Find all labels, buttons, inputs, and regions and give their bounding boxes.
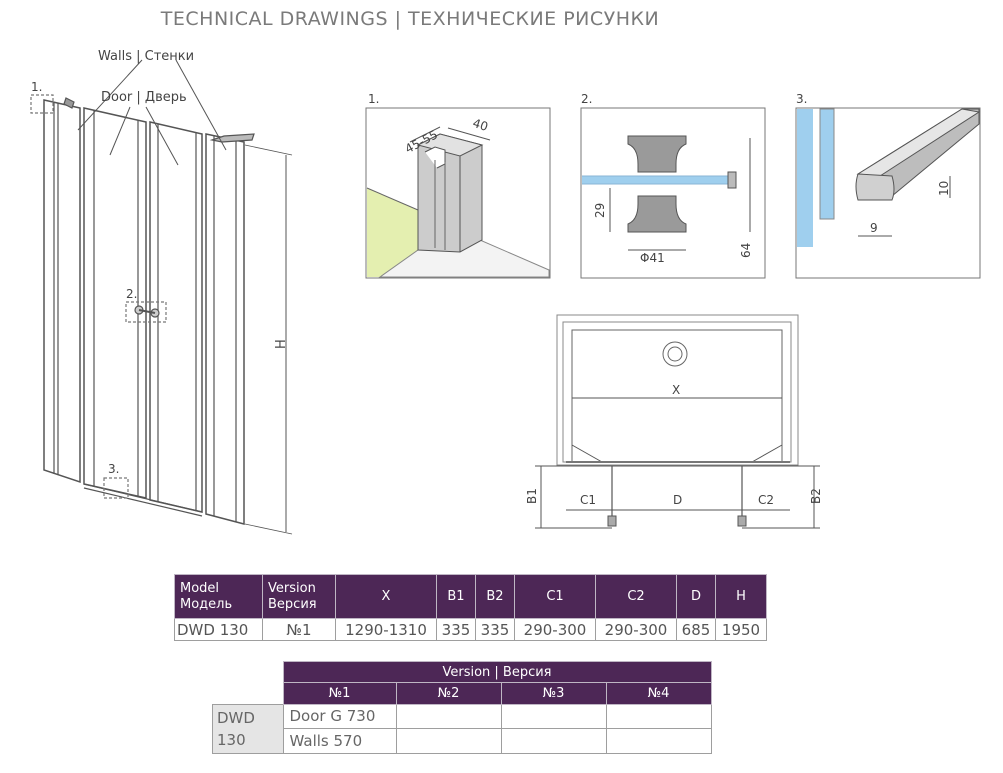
version-row2-c2 — [395, 728, 502, 754]
detail-3-dim-width: 9 — [870, 221, 878, 235]
header-h: H — [715, 574, 767, 619]
version-row1-c4 — [605, 703, 712, 729]
detail-3-dim-height: 10 — [937, 181, 951, 196]
cell-h: 1950 — [715, 618, 767, 641]
header-b2: B2 — [475, 574, 515, 619]
front-marker-2: 2. — [126, 287, 137, 301]
page-title: TECHNICAL DRAWINGS | ТЕХНИЧЕСКИЕ РИСУНКИ — [160, 8, 660, 30]
plan-d-label: D — [673, 493, 682, 507]
detail-2-dim-total: 64 — [739, 243, 753, 258]
plan-x-label: X — [672, 383, 680, 397]
version-row2-c1: Walls 570 — [282, 728, 397, 754]
version-row1-c1: Door G 730 — [282, 703, 397, 729]
plan-b1-label: B1 — [525, 488, 539, 504]
version-row1-c3 — [500, 703, 607, 729]
height-label: H — [274, 339, 289, 349]
left-wall-panel — [43, 99, 81, 484]
version-row2-c4 — [605, 728, 712, 754]
detail-2-dim-height: 29 — [593, 203, 607, 218]
header-d: D — [676, 574, 716, 619]
version-col-4: №4 — [605, 682, 712, 705]
cell-c1: 290-300 — [514, 618, 596, 641]
plan-b2-label: B2 — [809, 488, 823, 504]
plan-view — [535, 314, 820, 529]
version-col-2: №2 — [395, 682, 502, 705]
plan-c1-label: C1 — [580, 493, 596, 507]
header-x: X — [335, 574, 437, 619]
walls-label: Walls | Стенки — [98, 49, 194, 64]
version-col-1: №1 — [282, 682, 397, 705]
front-marker-1: 1. — [31, 80, 42, 94]
version-col-3: №3 — [500, 682, 607, 705]
detail-1 — [365, 107, 551, 279]
detail-2 — [580, 107, 766, 279]
header-b1: B1 — [436, 574, 476, 619]
detail-2-dim-diameter: Φ41 — [640, 251, 665, 265]
right-wall-panel — [205, 133, 245, 525]
detail-3-number: 3. — [796, 92, 807, 106]
cell-b1: 335 — [436, 618, 476, 641]
front-view — [30, 59, 293, 535]
plan-c2-label: C2 — [758, 493, 774, 507]
cell-model: DWD 130 — [174, 618, 263, 641]
cell-x: 1290-1310 — [335, 618, 437, 641]
door-label: Door | Дверь — [101, 90, 187, 105]
detail-1-number: 1. — [368, 92, 379, 106]
version-row2-c3 — [500, 728, 607, 754]
detail-2-number: 2. — [581, 92, 592, 106]
left-door-leaf — [83, 107, 147, 499]
detail-1-dim-b: 40 — [471, 116, 490, 134]
version-table-title: Version | Версия — [282, 661, 712, 683]
version-row1-c2 — [395, 703, 502, 729]
table-row: DWD 130 №1 1290-1310 335 335 290-300 290… — [174, 618, 767, 641]
header-c1: C1 — [514, 574, 596, 619]
cell-b2: 335 — [475, 618, 515, 641]
cell-version: №1 — [262, 618, 336, 641]
cell-c2: 290-300 — [595, 618, 677, 641]
front-marker-3: 3. — [108, 462, 119, 476]
cell-d: 685 — [676, 618, 716, 641]
table-row: Walls 570 — [213, 728, 712, 754]
detail-3 — [795, 107, 981, 279]
header-c2: C2 — [595, 574, 677, 619]
